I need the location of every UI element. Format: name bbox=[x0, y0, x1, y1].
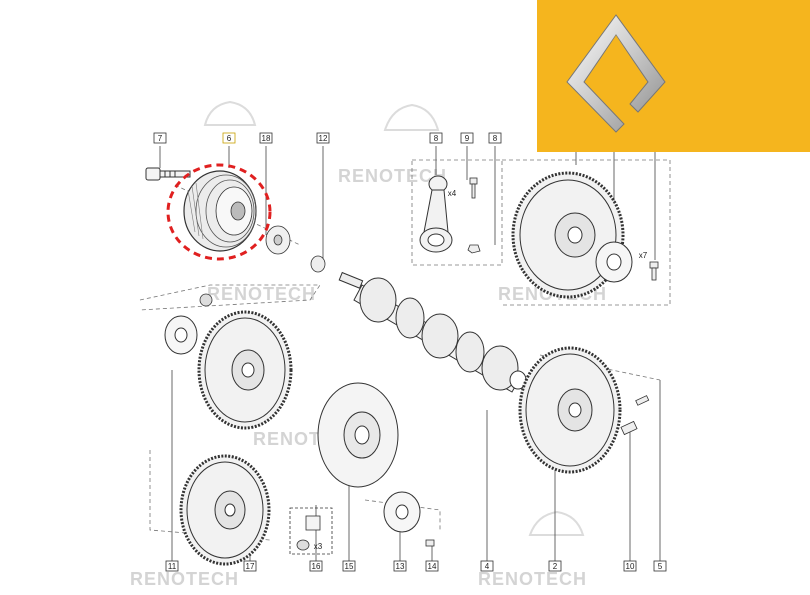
part-number-label: 18 bbox=[259, 132, 273, 144]
part-number-label: 10 bbox=[623, 560, 637, 572]
rod-bolt bbox=[467, 177, 481, 254]
callout-labels: 7 6 18 12 8 9 8 x4 x7 11 17 16 15 13 14 4 2 10 5 x3 bbox=[153, 132, 667, 572]
part-number-text: 7 bbox=[158, 134, 163, 143]
flywheel-bottom-left bbox=[179, 454, 271, 566]
part-number-text: 9 bbox=[465, 134, 470, 143]
part-number-label: 14 bbox=[425, 560, 439, 572]
part-number-label: x4 bbox=[448, 189, 457, 198]
reinforcement-plate bbox=[383, 491, 421, 533]
part-number-label: 2 bbox=[548, 560, 562, 572]
part-number-label: 16 bbox=[309, 560, 323, 572]
part-number-text: 14 bbox=[428, 562, 437, 571]
part-number-text: 11 bbox=[168, 562, 177, 571]
part-number-label: 4 bbox=[480, 560, 494, 572]
watermark-text: RENOTECH bbox=[130, 569, 239, 589]
part-number-text: 4 bbox=[485, 562, 490, 571]
part-number-text: x7 bbox=[639, 251, 648, 260]
part-number-label: 9 bbox=[460, 132, 474, 144]
spacer-plate bbox=[164, 315, 198, 355]
flywheel-bottom-right bbox=[518, 346, 622, 474]
nut bbox=[199, 293, 213, 307]
small-bolt bbox=[425, 539, 435, 547]
crankshaft-pulley bbox=[183, 170, 257, 252]
part-number-label: 8 bbox=[488, 132, 502, 144]
flywheel-bolt-large bbox=[620, 395, 650, 436]
part-number-label: 13 bbox=[393, 560, 407, 572]
part-number-text: 8 bbox=[434, 134, 439, 143]
part-number-label: 12 bbox=[316, 132, 330, 144]
part-number-label: 5 bbox=[653, 560, 667, 572]
key-part bbox=[310, 255, 326, 273]
part-number-text: 13 bbox=[396, 562, 405, 571]
part-number-text: 2 bbox=[553, 562, 558, 571]
part-number-text: 18 bbox=[262, 134, 271, 143]
flex-plate-small bbox=[595, 241, 633, 283]
part-number-text: 12 bbox=[319, 134, 328, 143]
watermark-text: RENOTECH bbox=[207, 284, 316, 304]
part-number-text: 5 bbox=[658, 562, 663, 571]
part-number-text: x3 bbox=[314, 542, 323, 551]
part-number-label: x3 bbox=[314, 542, 323, 551]
part-number-text: 17 bbox=[246, 562, 255, 571]
car-watermark-icon bbox=[383, 103, 440, 131]
part-number-label: x7 bbox=[639, 251, 648, 260]
part-number-text: 6 bbox=[227, 134, 232, 143]
car-watermark-icon bbox=[203, 100, 257, 126]
part-number-label: 15 bbox=[342, 560, 356, 572]
part-number-label: 11 bbox=[165, 560, 179, 572]
part-number-text: x4 bbox=[448, 189, 457, 198]
renault-logo bbox=[537, 0, 810, 152]
watermark-text: RENOTECH bbox=[478, 569, 587, 589]
timing-sprocket bbox=[265, 225, 291, 255]
part-number-label: 17 bbox=[243, 560, 257, 572]
flywheel-top-right bbox=[511, 171, 625, 299]
washer-set bbox=[289, 507, 333, 555]
part-number-text: 16 bbox=[312, 562, 321, 571]
car-watermark-icon bbox=[528, 510, 585, 536]
connecting-rod bbox=[419, 175, 453, 253]
highlight-circle bbox=[166, 163, 272, 261]
flywheel-bolt bbox=[649, 261, 659, 281]
part-number-text: 10 bbox=[626, 562, 635, 571]
watermark-text: RENOTECH bbox=[338, 166, 447, 186]
part-number-text: 8 bbox=[493, 134, 498, 143]
crankshaft-bolt bbox=[145, 167, 191, 181]
flywheel-left bbox=[197, 310, 293, 430]
part-number-text: 15 bbox=[345, 562, 354, 571]
part-number-label: 7 bbox=[153, 132, 167, 144]
crankshaft bbox=[338, 271, 527, 393]
drive-plate bbox=[317, 382, 399, 488]
part-number-label: 6 bbox=[222, 132, 236, 144]
part-number-label: 8 bbox=[429, 132, 443, 144]
